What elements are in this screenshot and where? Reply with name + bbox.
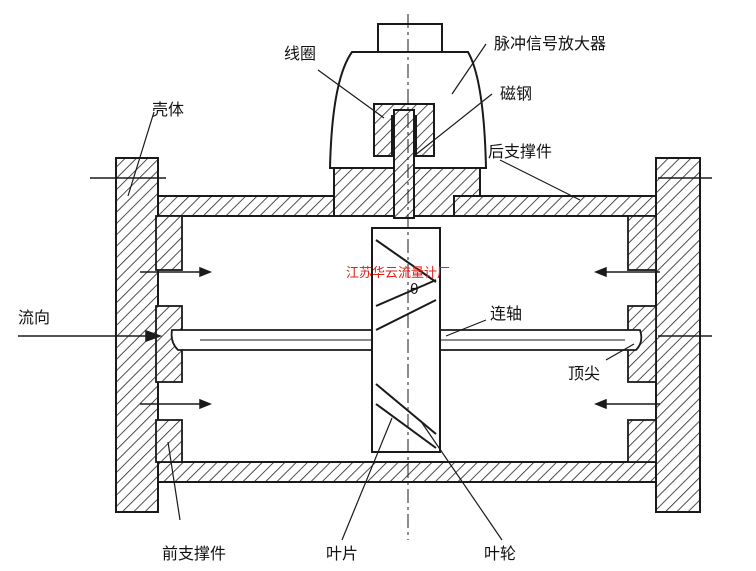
label-blade: 叶片 bbox=[326, 544, 359, 563]
label-impeller: 叶轮 bbox=[484, 544, 517, 563]
label-coil: 线圈 bbox=[284, 44, 317, 63]
label-rear-support: 后支撑件 bbox=[488, 142, 553, 161]
label-amplifier: 脉冲信号放大器 bbox=[494, 34, 607, 53]
bottom-wall bbox=[157, 461, 657, 483]
top-wall-right bbox=[453, 195, 657, 217]
watermark-text: 江苏华云流量计厂 bbox=[346, 266, 451, 281]
rear-support bbox=[627, 215, 657, 463]
label-blade-mark: θ bbox=[410, 282, 419, 298]
leader-lines bbox=[127, 43, 635, 541]
label-tip: 顶尖 bbox=[568, 364, 601, 383]
label-shaft: 连轴 bbox=[490, 304, 523, 323]
flow-arrows bbox=[18, 177, 712, 410]
impeller bbox=[371, 227, 441, 453]
right-flange bbox=[655, 157, 701, 513]
shaft bbox=[170, 329, 643, 351]
left-flange bbox=[115, 157, 159, 513]
label-housing: 壳体 bbox=[152, 100, 185, 119]
label-magnet: 磁钢 bbox=[500, 84, 533, 103]
label-flow-direction: 流向 bbox=[18, 308, 51, 327]
label-front-support: 前支撑件 bbox=[162, 544, 227, 563]
top-wall bbox=[157, 195, 335, 217]
